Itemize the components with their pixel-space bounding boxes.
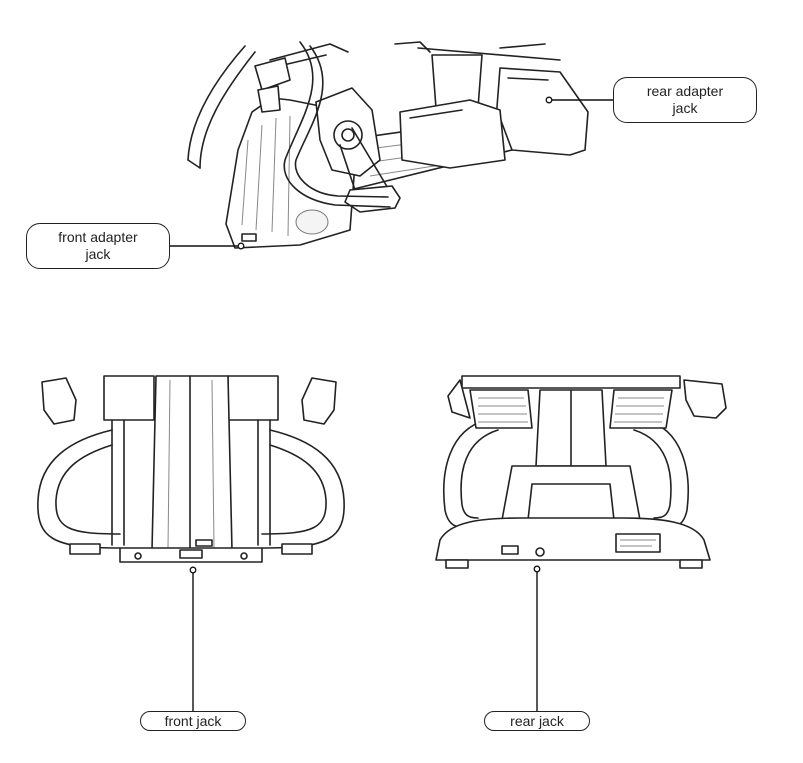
rear-adapter-jack-leader <box>545 96 613 104</box>
rear-jack-leader <box>533 565 541 711</box>
rear-adapter-jack-callout: rear adapter jack <box>613 77 757 123</box>
front-jack-leader <box>189 566 197 711</box>
elliptical-side-view <box>187 41 589 249</box>
rear-jack-label: rear jack <box>510 713 564 729</box>
front-adapter-jack-label: front adapter jack <box>58 229 138 262</box>
elliptical-front-view <box>37 375 345 563</box>
elliptical-rear-view <box>435 375 727 569</box>
rear-jack-callout: rear jack <box>484 711 590 731</box>
front-adapter-jack-callout: front adapter jack <box>26 223 170 269</box>
front-jack-callout: front jack <box>140 711 246 731</box>
front-adapter-jack-leader <box>170 242 245 250</box>
rear-adapter-jack-label: rear adapter jack <box>646 83 724 116</box>
front-jack-label: front jack <box>164 713 222 729</box>
